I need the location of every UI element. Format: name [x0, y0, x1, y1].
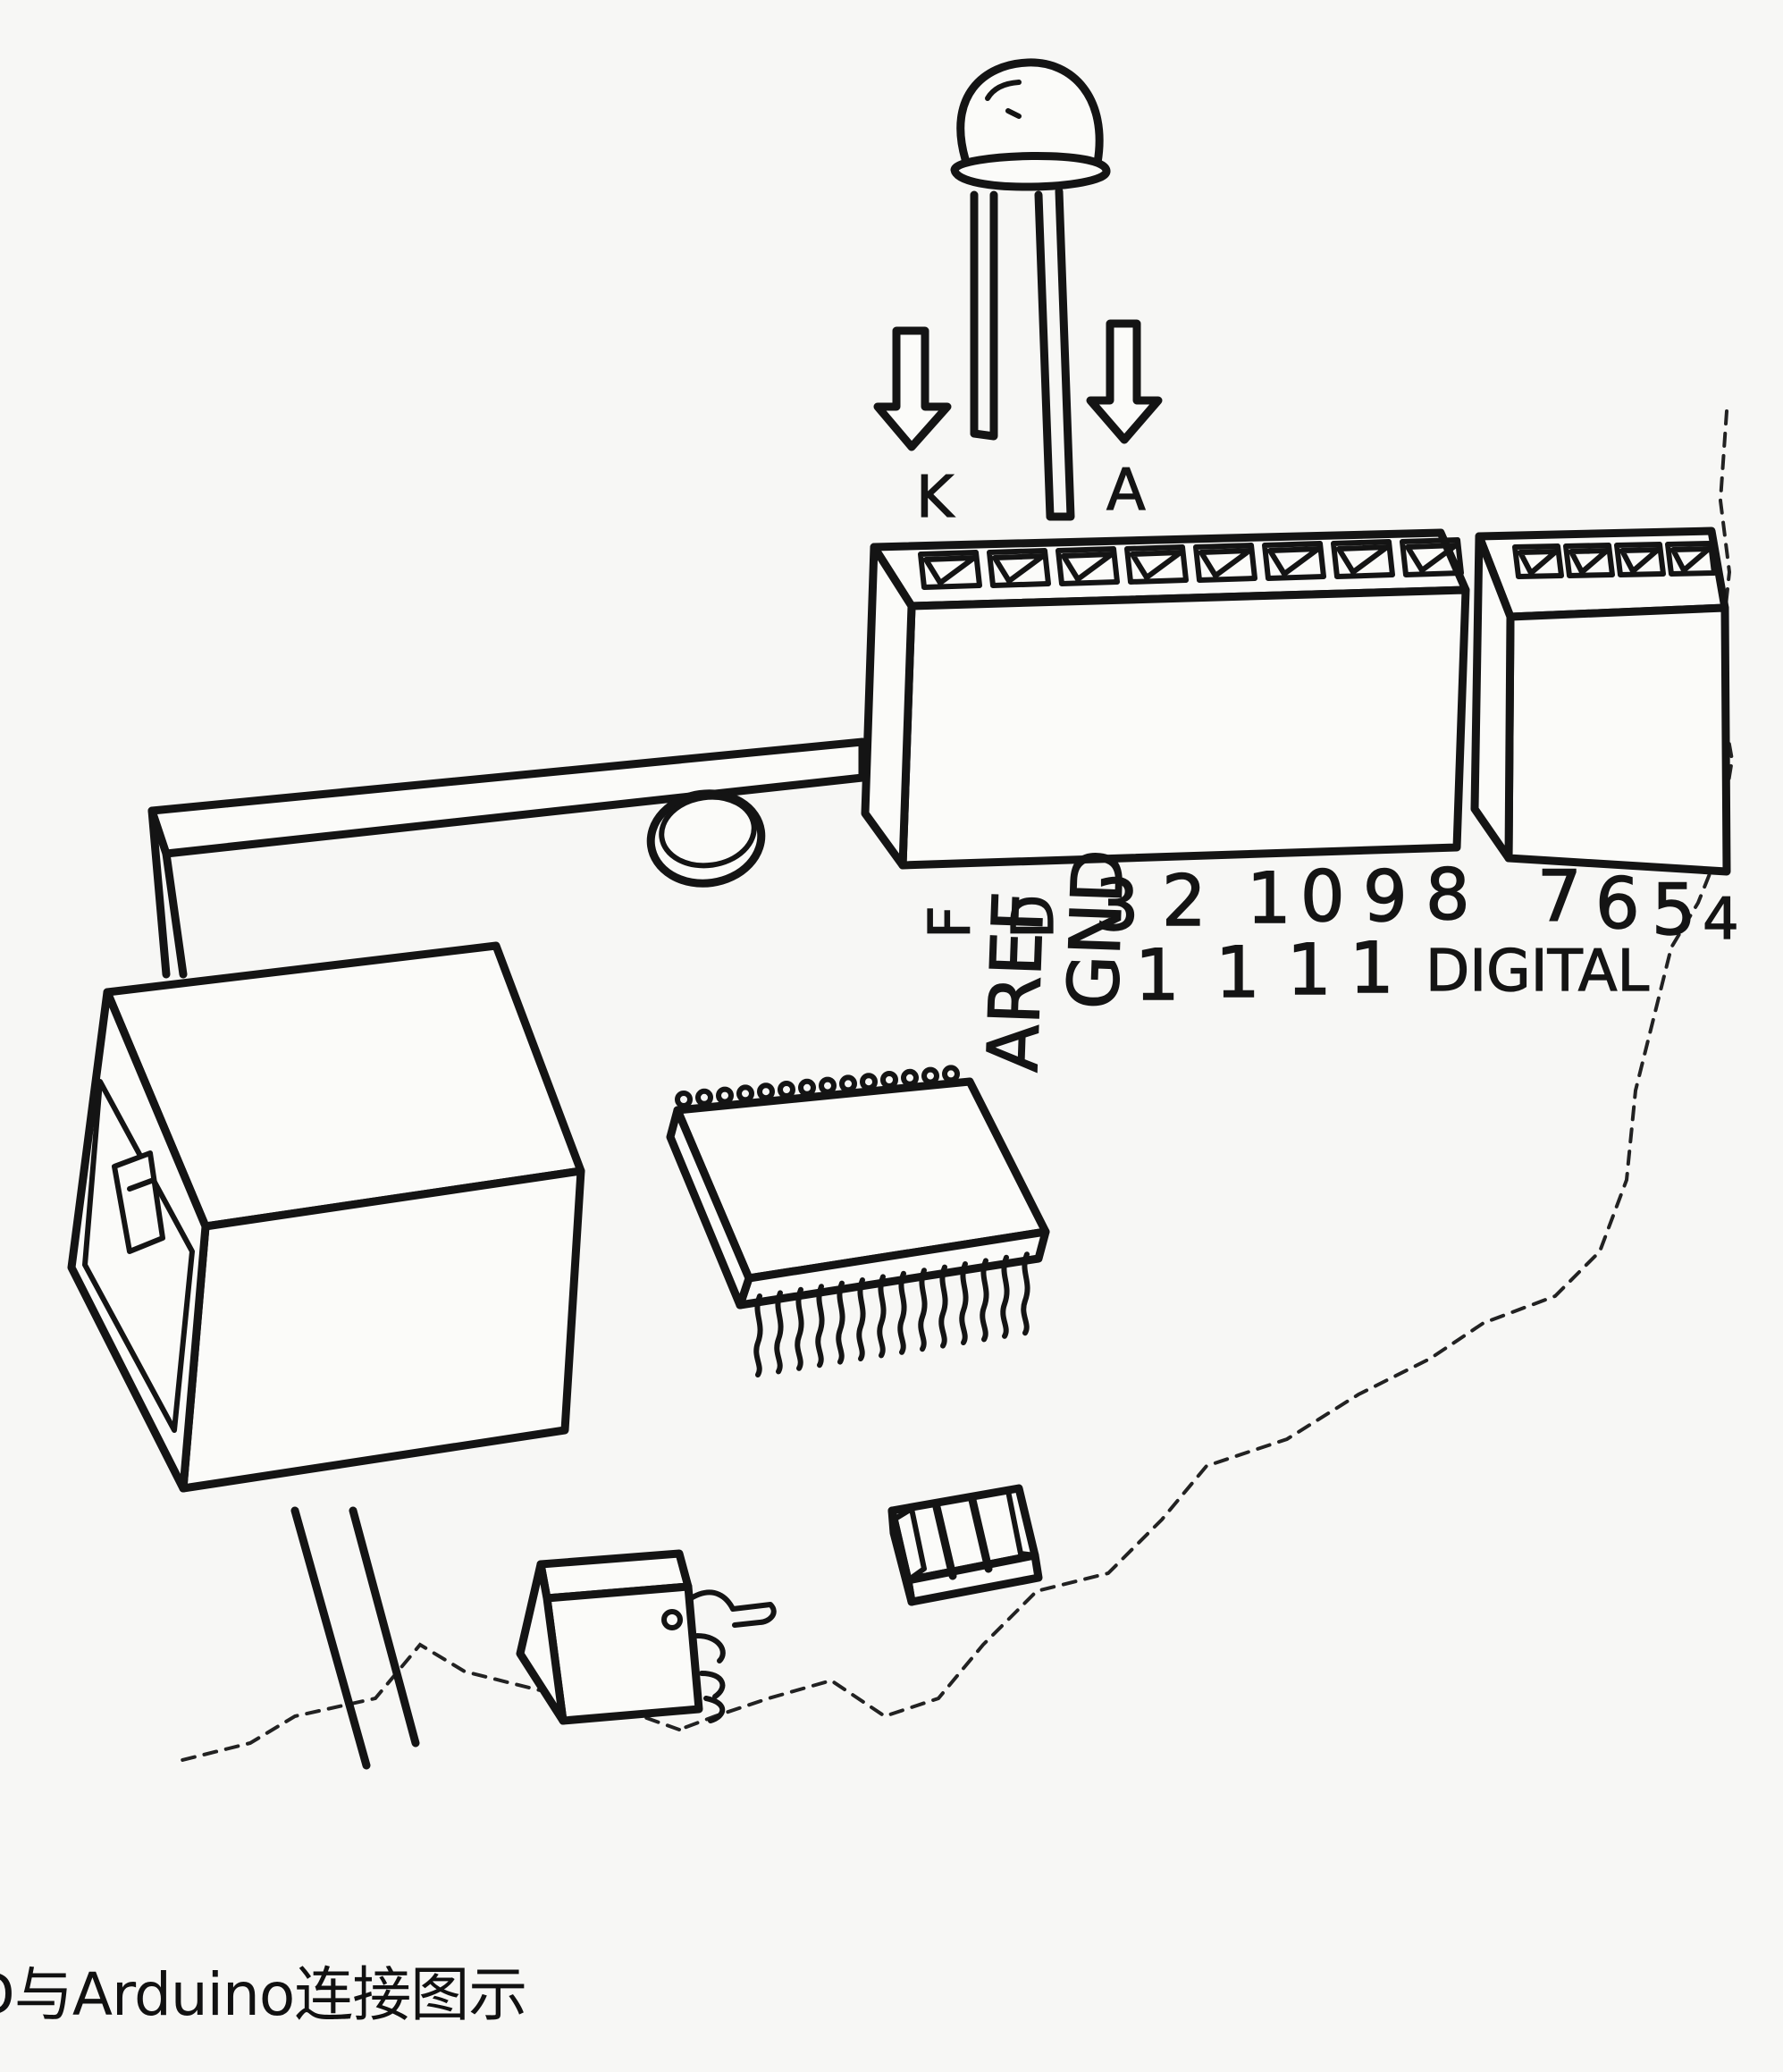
ic-pin	[862, 1075, 875, 1088]
ic-chip	[670, 1082, 1046, 1305]
pin-label-7: 9	[1363, 857, 1408, 938]
pin-label-5: 1	[1247, 859, 1291, 939]
cathode-label: K	[916, 465, 955, 531]
ic-pin	[842, 1077, 854, 1090]
ic-pin	[904, 1072, 916, 1084]
ic-pin	[945, 1067, 957, 1080]
ic-leg	[941, 1268, 945, 1346]
ic-pin	[677, 1093, 690, 1106]
ic-leg	[1023, 1254, 1027, 1333]
ic-leg	[797, 1290, 801, 1369]
voltage-regulator	[520, 1554, 774, 1721]
ic-leg	[777, 1293, 780, 1371]
ic-pin	[698, 1091, 711, 1104]
tens-digit-4: 1	[1350, 929, 1394, 1009]
header-labels: AREF GND F D 3 2 1 0 9 8 7 6 5 4 1 1 1 1…	[918, 848, 1739, 1074]
ic-leg	[838, 1284, 842, 1362]
led	[955, 63, 1106, 517]
tens-digit-3: 1	[1287, 931, 1332, 1011]
pin-label-10: 6	[1595, 864, 1640, 945]
anode-arrow	[1090, 324, 1158, 440]
ic-leg	[859, 1280, 862, 1359]
tens-digit-1: 1	[1135, 936, 1180, 1016]
ic-pin	[780, 1083, 793, 1096]
ic-pin	[719, 1090, 731, 1102]
cathode-arrow	[878, 331, 947, 447]
usb-connector	[71, 946, 581, 1488]
pin-label-8: 8	[1426, 855, 1470, 936]
pin-header-second	[1475, 531, 1727, 872]
ic-leg	[1003, 1258, 1006, 1336]
ic-pin	[739, 1087, 752, 1099]
pin-label-1: F	[918, 905, 984, 939]
ic-pin	[883, 1074, 896, 1086]
anode-label: A	[1106, 458, 1146, 524]
ic-leg	[756, 1296, 760, 1375]
ic-leg	[818, 1286, 821, 1365]
ic-leg	[982, 1260, 986, 1339]
ic-pin	[821, 1080, 834, 1092]
pin-label-6: 0	[1300, 857, 1345, 938]
ic-leg	[921, 1270, 924, 1349]
tens-digit-2: 1	[1215, 933, 1260, 1014]
ic-leg	[962, 1264, 965, 1343]
figure-caption: D与Arduino连接图示	[0, 1947, 526, 2033]
pin-label-3: 3	[1095, 866, 1140, 947]
ic-pin	[801, 1082, 813, 1094]
ic-leg	[879, 1276, 883, 1355]
digital-label: DIGITAL	[1426, 939, 1650, 1005]
pin-label-2: D	[1001, 895, 1067, 939]
pin-label-12: 4	[1703, 887, 1739, 953]
pin-label-11: 5	[1652, 871, 1696, 951]
pin-label-9: 7	[1537, 857, 1582, 938]
ic-pin	[924, 1070, 937, 1082]
pin-label-4: 2	[1162, 862, 1207, 942]
ic-leg	[900, 1274, 904, 1352]
ic-pin	[760, 1085, 772, 1098]
smd-component	[892, 1488, 1039, 1602]
